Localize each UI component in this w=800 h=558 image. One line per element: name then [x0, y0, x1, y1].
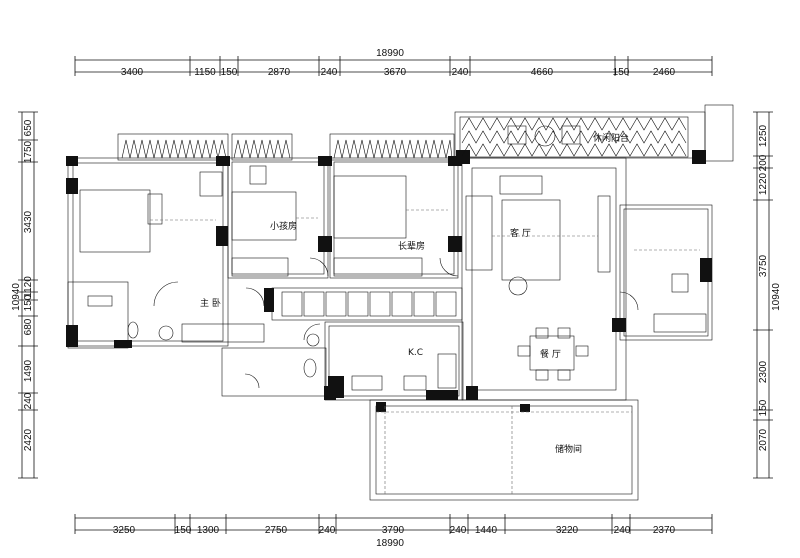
bottom-dim-9: 3220: [556, 525, 579, 536]
hatch-stroke: [461, 143, 687, 157]
cabinet: [303, 291, 325, 317]
top-dim-6: 3670: [384, 67, 407, 78]
bottom-dim-10: 240: [614, 525, 631, 536]
right-dim-1: 1250: [758, 124, 769, 147]
label-elder-room: 长辈房: [398, 240, 425, 252]
cabinet: [391, 291, 413, 317]
bottom-dim-2: 150: [175, 525, 192, 536]
top-dim-8: 4660: [531, 67, 554, 78]
cabinet: [281, 291, 303, 317]
sofa: [465, 195, 493, 271]
right-dim-3: 1220: [758, 172, 769, 195]
doors: [153, 257, 639, 389]
top-dim-3: 150: [221, 67, 238, 78]
left-dim-total: 10940: [11, 283, 22, 311]
right-dimension-chain: 1250 200 1220 3750 10940 2300 150 2070: [753, 111, 782, 479]
left-dim-3: 3430: [23, 210, 34, 233]
left-dim-6: 680: [23, 318, 34, 335]
left-dim-8: 240: [23, 392, 34, 409]
bottom-dim-3: 1300: [197, 525, 220, 536]
dining-chair: [557, 369, 571, 381]
top-dim-7: 240: [452, 67, 469, 78]
bottom-dim-5: 240: [319, 525, 336, 536]
hatch-stroke: [121, 139, 227, 159]
bottom-dim-6: 3790: [382, 525, 405, 536]
left-dim-5: 150: [23, 294, 34, 311]
dining-chair: [535, 327, 549, 339]
cabinet: [369, 291, 391, 317]
left-dim-2: 1750: [23, 140, 34, 163]
hatch-stroke: [461, 130, 687, 144]
furniture: [79, 125, 707, 494]
right-dim-total: 10940: [771, 283, 782, 311]
label-storage: 储物间: [555, 443, 582, 455]
left-dim-9: 2420: [23, 428, 34, 451]
room-labels: 休闲阳台 小孩房 长辈房 客 厅 主 卧 K.C 餐 厅 储物间: [200, 132, 629, 455]
cabinet: [413, 291, 435, 317]
bottom-dim-1: 3250: [113, 525, 136, 536]
bottom-dim-11: 2370: [653, 525, 676, 536]
dining-chair: [535, 369, 549, 381]
cabinet: [435, 291, 457, 317]
label-balcony: 休闲阳台: [593, 132, 629, 144]
right-dim-7: 2070: [758, 428, 769, 451]
right-dim-2: 200: [758, 154, 769, 171]
dining-chair: [575, 345, 589, 357]
top-dim-1: 3400: [121, 67, 144, 78]
bottom-total-dim: 18990: [376, 538, 404, 549]
right-dim-6: 150: [758, 399, 769, 416]
label-living: 客 厅: [510, 227, 531, 239]
bottom-dim-7: 240: [450, 525, 467, 536]
walls: [66, 104, 734, 501]
top-dim-4: 2870: [268, 67, 291, 78]
master-bed: [79, 189, 151, 253]
dining-chair: [557, 327, 571, 339]
right-dim-4: 3750: [758, 254, 769, 277]
top-dim-5: 240: [321, 67, 338, 78]
top-dim-2: 1150: [194, 67, 216, 78]
cabinet: [325, 291, 347, 317]
bottom-dimension-chain: 3250 150 1300 2750 240 3790 240 1440 322…: [74, 514, 713, 549]
label-kitchen: K.C: [408, 348, 423, 358]
label-master: 主 卧: [200, 297, 221, 309]
bottom-dim-8: 1440: [475, 525, 498, 536]
elder-bed: [333, 175, 407, 239]
top-dim-9: 150: [613, 67, 630, 78]
dining-chair: [517, 345, 531, 357]
hatch-stroke: [461, 117, 687, 131]
left-dim-7: 1490: [23, 359, 34, 382]
right-dim-5: 2300: [758, 360, 769, 383]
top-dim-10: 2460: [653, 67, 676, 78]
kids-bed: [231, 191, 297, 241]
left-dim-1: 650: [23, 119, 34, 136]
top-dimension-chain: 18990 3400 1150 150 2870 240 3670 240 46…: [74, 48, 713, 78]
left-dimension-chain: 650 1750 3430 10940 1120 150 680 1490 24…: [11, 111, 38, 479]
bottom-dim-4: 2750: [265, 525, 288, 536]
hatch-stroke: [333, 139, 453, 159]
cabinet: [347, 291, 369, 317]
label-dining: 餐 厅: [540, 348, 561, 360]
planter-hatching: [121, 117, 687, 159]
top-total-dim: 18990: [376, 48, 404, 59]
hatch-stroke: [233, 139, 291, 159]
label-kids-room: 小孩房: [270, 220, 297, 232]
left-dim-4: 1120: [23, 276, 34, 298]
